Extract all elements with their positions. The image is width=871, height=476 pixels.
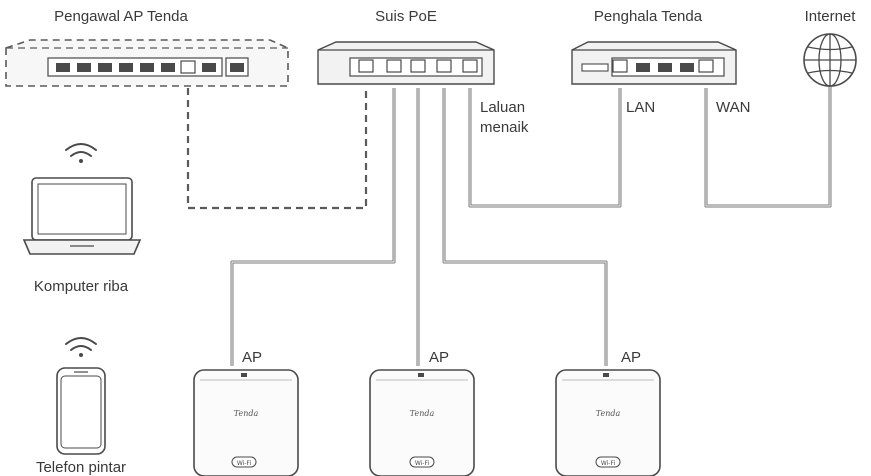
ap1-label: AP [242, 349, 262, 366]
ap3-brand: Tenda [596, 409, 621, 418]
poe-switch-label: Suis PoE [375, 8, 437, 25]
router-ports [612, 59, 714, 73]
ap-controller-label: Pengawal AP Tenda [54, 8, 188, 25]
uplink-label-line2: menaik [480, 119, 529, 136]
poe-switch-device [317, 41, 495, 85]
ap2-brand: Tenda [410, 409, 435, 418]
access-point-3: Tenda Wi-Fi [555, 369, 661, 476]
ap1-brand: Tenda [234, 409, 259, 418]
ap3-label: AP [621, 349, 641, 366]
phone-label: Telefon pintar [36, 459, 126, 476]
wifi-icon-laptop [65, 143, 97, 163]
smartphone-icon [56, 367, 106, 455]
controller-ports [56, 60, 244, 74]
lan-label: LAN [626, 99, 655, 116]
ap3-wifi-badge: Wi-Fi [601, 460, 616, 467]
wan-label: WAN [716, 99, 750, 116]
cables [186, 86, 832, 366]
router-label: Penghala Tenda [594, 8, 703, 25]
controller-to-switch-cable [186, 88, 368, 210]
uplink-label-line1: Laluan [480, 99, 525, 116]
access-point-2: Tenda Wi-Fi [369, 369, 475, 476]
ap-controller-device [5, 39, 289, 87]
access-point-1: Tenda Wi-Fi [193, 369, 299, 476]
ap2-label: AP [429, 349, 449, 366]
laptop-icon [22, 177, 142, 255]
ap1-cable [230, 88, 396, 366]
router-device [571, 41, 737, 85]
switch-ports [358, 59, 478, 73]
wifi-icon-phone [65, 337, 97, 357]
laptop-label: Komputer riba [34, 278, 129, 295]
ap2-wifi-badge: Wi-Fi [415, 460, 430, 467]
ap1-wifi-badge: Wi-Fi [237, 460, 252, 467]
globe-icon [803, 33, 857, 87]
internet-label: Internet [805, 8, 857, 25]
